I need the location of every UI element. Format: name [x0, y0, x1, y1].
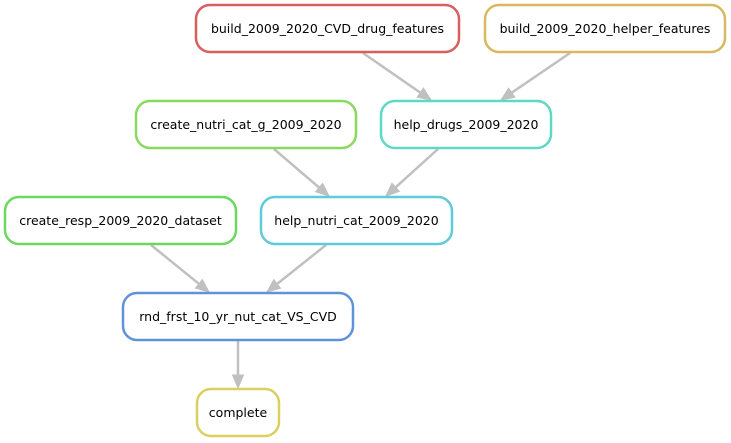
node-label: build_2009_2020_helper_features [500, 21, 711, 36]
arrowhead-build_cvd-to-help_drugs [416, 87, 433, 101]
node-create_resp[interactable]: create_resp_2009_2020_dataset [3, 195, 238, 246]
edge-help_nutri-to-rnd_frst [276, 244, 327, 285]
node-box[interactable] [121, 291, 355, 342]
edge-build_helper-to-help_drugs [511, 51, 571, 94]
node-label: help_nutri_cat_2009_2020 [274, 213, 438, 228]
node-rnd_frst[interactable]: rnd_frst_10_yr_nut_cat_VS_CVD [121, 291, 355, 342]
node-label: create_nutri_cat_g_2009_2020 [150, 117, 341, 132]
arrowhead-build_helper-to-help_drugs [499, 87, 516, 101]
node-box[interactable] [3, 195, 238, 246]
node-box[interactable] [134, 99, 358, 150]
node-create_nutri[interactable]: create_nutri_cat_g_2009_2020 [134, 99, 358, 150]
arrowhead-create_nutri-to-help_nutri [314, 182, 330, 197]
node-box[interactable] [259, 195, 454, 246]
edge-build_cvd-to-help_drugs [362, 51, 422, 94]
arrowhead-rnd_frst-to-complete [231, 374, 245, 390]
arrowhead-create_resp-to-rnd_frst [194, 278, 210, 293]
edge-help_drugs-to-help_nutri [394, 148, 439, 189]
node-help_drugs[interactable]: help_drugs_2009_2020 [379, 99, 553, 150]
node-label: rnd_frst_10_yr_nut_cat_VS_CVD [139, 309, 337, 324]
node-build_helper[interactable]: build_2009_2020_helper_features [483, 3, 727, 54]
node-help_nutri[interactable]: help_nutri_cat_2009_2020 [259, 195, 454, 246]
node-build_cvd[interactable]: build_2009_2020_CVD_drug_features [194, 3, 461, 54]
node-box[interactable] [194, 3, 461, 54]
node-label: build_2009_2020_CVD_drug_features [211, 21, 444, 36]
node-label: complete [209, 405, 268, 420]
node-box[interactable] [379, 99, 553, 150]
edges-layer [150, 51, 571, 390]
node-box[interactable] [195, 387, 281, 438]
arrowhead-help_nutri-to-rnd_frst [265, 278, 282, 293]
edge-create_nutri-to-help_nutri [273, 148, 320, 189]
node-complete[interactable]: complete [195, 387, 281, 438]
arrowhead-help_drugs-to-help_nutri [385, 182, 401, 197]
node-label: create_resp_2009_2020_dataset [19, 213, 222, 228]
edge-create_resp-to-rnd_frst [150, 244, 200, 285]
node-box[interactable] [483, 3, 727, 54]
nodes-layer: build_2009_2020_CVD_drug_features build_2… [3, 3, 727, 438]
node-label: help_drugs_2009_2020 [394, 117, 539, 132]
